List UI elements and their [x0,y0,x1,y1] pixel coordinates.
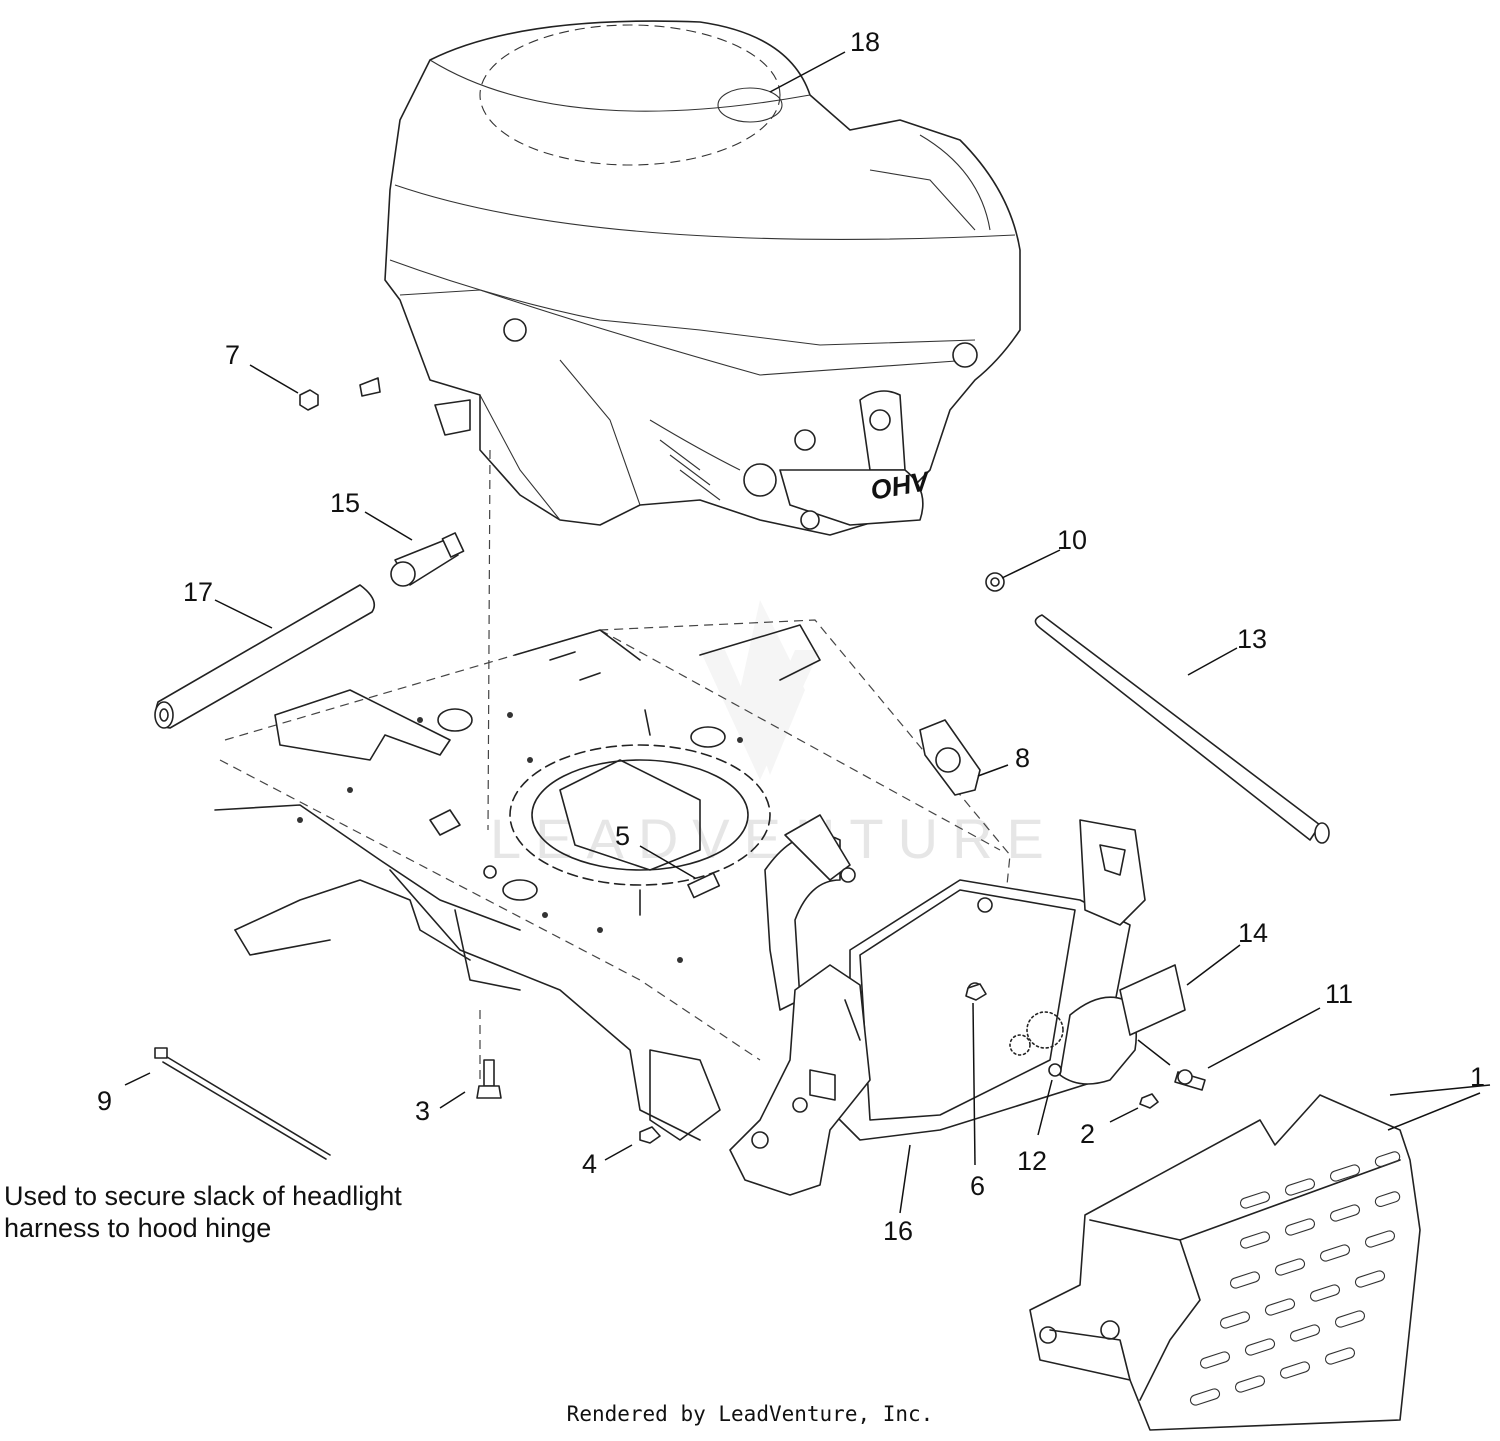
rivet-11 [1174,1069,1206,1091]
gasket-8 [919,719,981,796]
callout-2: 2 [1080,1119,1095,1149]
watermark-logo [700,600,820,780]
callout-15: 15 [330,488,360,518]
callout-10: 10 [1057,525,1087,555]
tube-17 [154,584,376,729]
muffler-16 [729,814,1186,1196]
chassis-frame [214,619,1011,1141]
rod-13 [1034,614,1330,844]
assembly-line [487,449,491,831]
callout-16: 16 [883,1216,913,1246]
callout-12: 12 [1017,1146,1047,1176]
footer-credit: Rendered by LeadVenture, Inc. [566,1402,934,1426]
callout-6: 6 [970,1171,985,1201]
callout-18: 18 [850,27,880,57]
callout-11: 11 [1325,979,1353,1009]
screw-2 [1139,1093,1159,1109]
clamp-10 [985,572,1005,592]
callout-3: 3 [415,1096,430,1126]
guard-slots [1189,1151,1401,1406]
leader-lines [124,51,1491,1214]
nut-7 [299,377,381,411]
callout-8: 8 [1015,743,1030,773]
callout-1: 1 [1470,1062,1485,1092]
callout-4: 4 [582,1149,597,1179]
callout-5: 5 [615,821,630,851]
callout-9: 9 [97,1086,112,1116]
screw-6 [965,983,987,1001]
callout-13: 13 [1237,624,1267,654]
cable-tie-note: Used to secure slack of headlight harnes… [4,1181,402,1243]
cable-tie-9 [154,1047,331,1160]
callout-14: 14 [1238,918,1268,948]
engine [384,20,1021,536]
watermark-text: LEADVENTURE [490,807,1058,870]
muffler-guard-1 [1029,1094,1421,1431]
bolt-3 [476,1059,502,1099]
stud-5 [687,872,721,899]
callout-7: 7 [225,340,240,370]
bolt-4 [639,1126,661,1144]
callout-17: 17 [183,577,213,607]
fitting-15 [390,532,465,587]
